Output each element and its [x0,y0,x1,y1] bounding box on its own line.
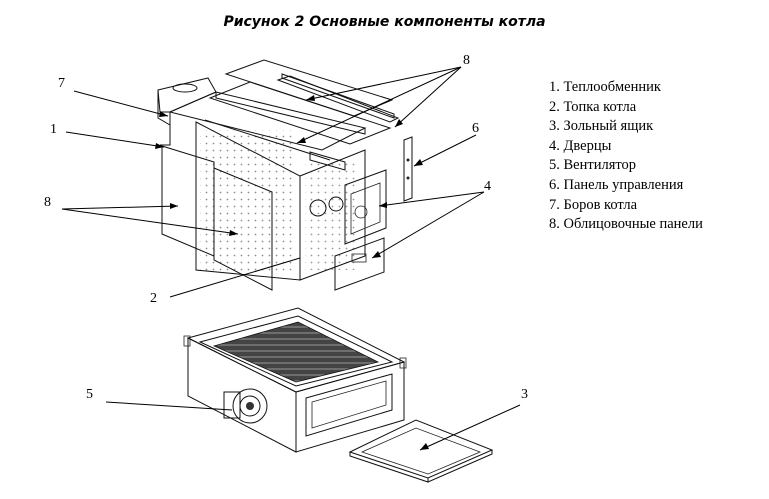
legend-item: 6. Панель управления [549,176,684,193]
leader-2 [169,257,301,298]
callout-7: 7 [58,76,65,91]
callout-8-left: 8 [44,195,51,210]
flue-pipe [172,83,198,93]
flue-box [157,77,217,113]
legend-item: 5. Вентилятор [549,157,637,174]
callout-2: 2 [150,291,157,306]
ash-pan-housing [183,307,407,453]
callout-3: 3 [521,387,528,402]
legend-item: 8. Облицовочные панели [549,216,703,233]
upper-door [344,169,387,245]
cladding-panels [161,59,400,291]
legend-item: 7. Боров котла [549,196,638,213]
leader-6 [413,134,477,167]
control-panel [403,136,413,202]
leader-3 [419,404,521,451]
leader-4b [371,191,485,259]
callout-8-top: 8 [463,53,470,68]
leader-5 [105,401,233,411]
legend-item: 2. Топка котла [549,98,637,115]
figure-title: Рисунок 2 Основные компоненты котла [223,14,546,30]
heat-exchanger-body [157,77,367,281]
ash-drawer [348,419,494,483]
leader-4a [378,191,485,207]
leader-8b [61,208,239,235]
callout-4: 4 [484,179,491,194]
legend-item: 1. Теплообменник [549,79,661,95]
callout-6: 6 [472,121,479,136]
callout-1: 1 [50,122,57,137]
fan [223,388,268,424]
legend-item: 3. Зольный ящик [549,118,654,135]
leader-8c [305,66,462,101]
leader-8d [296,66,462,144]
front-panel [213,167,273,291]
callout-5: 5 [86,387,93,402]
leader-8a [61,205,179,210]
leader-lines [61,66,521,451]
leader-1 [65,131,165,148]
legend-item: 4. Дверцы [549,137,612,154]
component-legend: 1. Теплообменник 2. Топка котла 3. Зольн… [549,78,703,235]
doors [334,169,387,291]
lower-door [334,237,385,291]
leader-7 [73,90,169,117]
top-panel-front [208,81,392,145]
leader-8e [394,66,462,128]
